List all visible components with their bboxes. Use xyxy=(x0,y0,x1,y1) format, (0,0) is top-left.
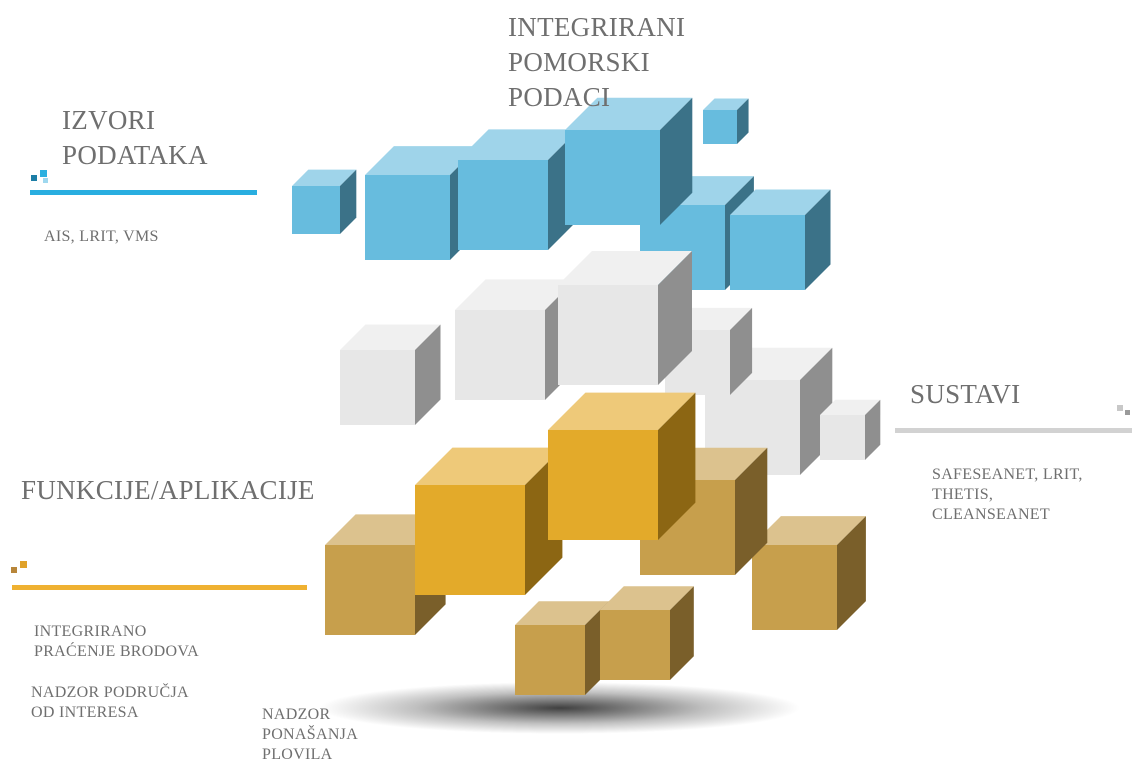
blue-dots-marker xyxy=(31,170,48,183)
systems-list: SAFESEANET, LRIT, THETIS, CLEANSEANET xyxy=(932,466,1083,523)
ground-shadow xyxy=(320,682,800,734)
tan-cube xyxy=(600,586,694,680)
application-vessel-tracking: INTEGRIRANO PRAĆENJE BRODOVA xyxy=(34,623,199,660)
gold-divider xyxy=(12,585,307,590)
grey-dots-marker xyxy=(1117,405,1130,415)
blue-cube xyxy=(565,97,693,225)
white-cube xyxy=(340,324,441,425)
heading-integrated-data: INTEGRIRANI POMORSKI PODACI xyxy=(508,12,686,112)
heading-data-sources: IZVORI PODATAKA xyxy=(62,105,208,170)
white-cube xyxy=(558,251,692,385)
blue-cube-small xyxy=(292,169,357,234)
heading-functions-applications: FUNKCIJE/APLIKACIJE xyxy=(21,475,315,505)
gold-dots-marker xyxy=(11,561,27,573)
tan-cube xyxy=(515,601,609,695)
application-area-surveillance: NADZOR PODRUČJA OD INTERESA xyxy=(31,684,189,721)
blue-cube xyxy=(458,129,579,250)
tan-cube xyxy=(752,516,866,630)
application-vessel-behavior: NADZOR PONAŠANJA PLOVILA xyxy=(262,706,359,763)
heading-systems: SUSTAVI xyxy=(910,379,1021,409)
blue-cube-tiny xyxy=(703,98,749,144)
sources-list: AIS, LRIT, VMS xyxy=(44,228,159,245)
grey-divider xyxy=(895,428,1132,433)
cubes-group xyxy=(292,97,881,695)
blue-divider xyxy=(30,190,257,195)
white-cube xyxy=(820,399,881,460)
gold-cube xyxy=(415,447,563,595)
gold-cube xyxy=(548,392,696,540)
white-cube xyxy=(455,279,576,400)
blue-cube xyxy=(730,189,831,290)
